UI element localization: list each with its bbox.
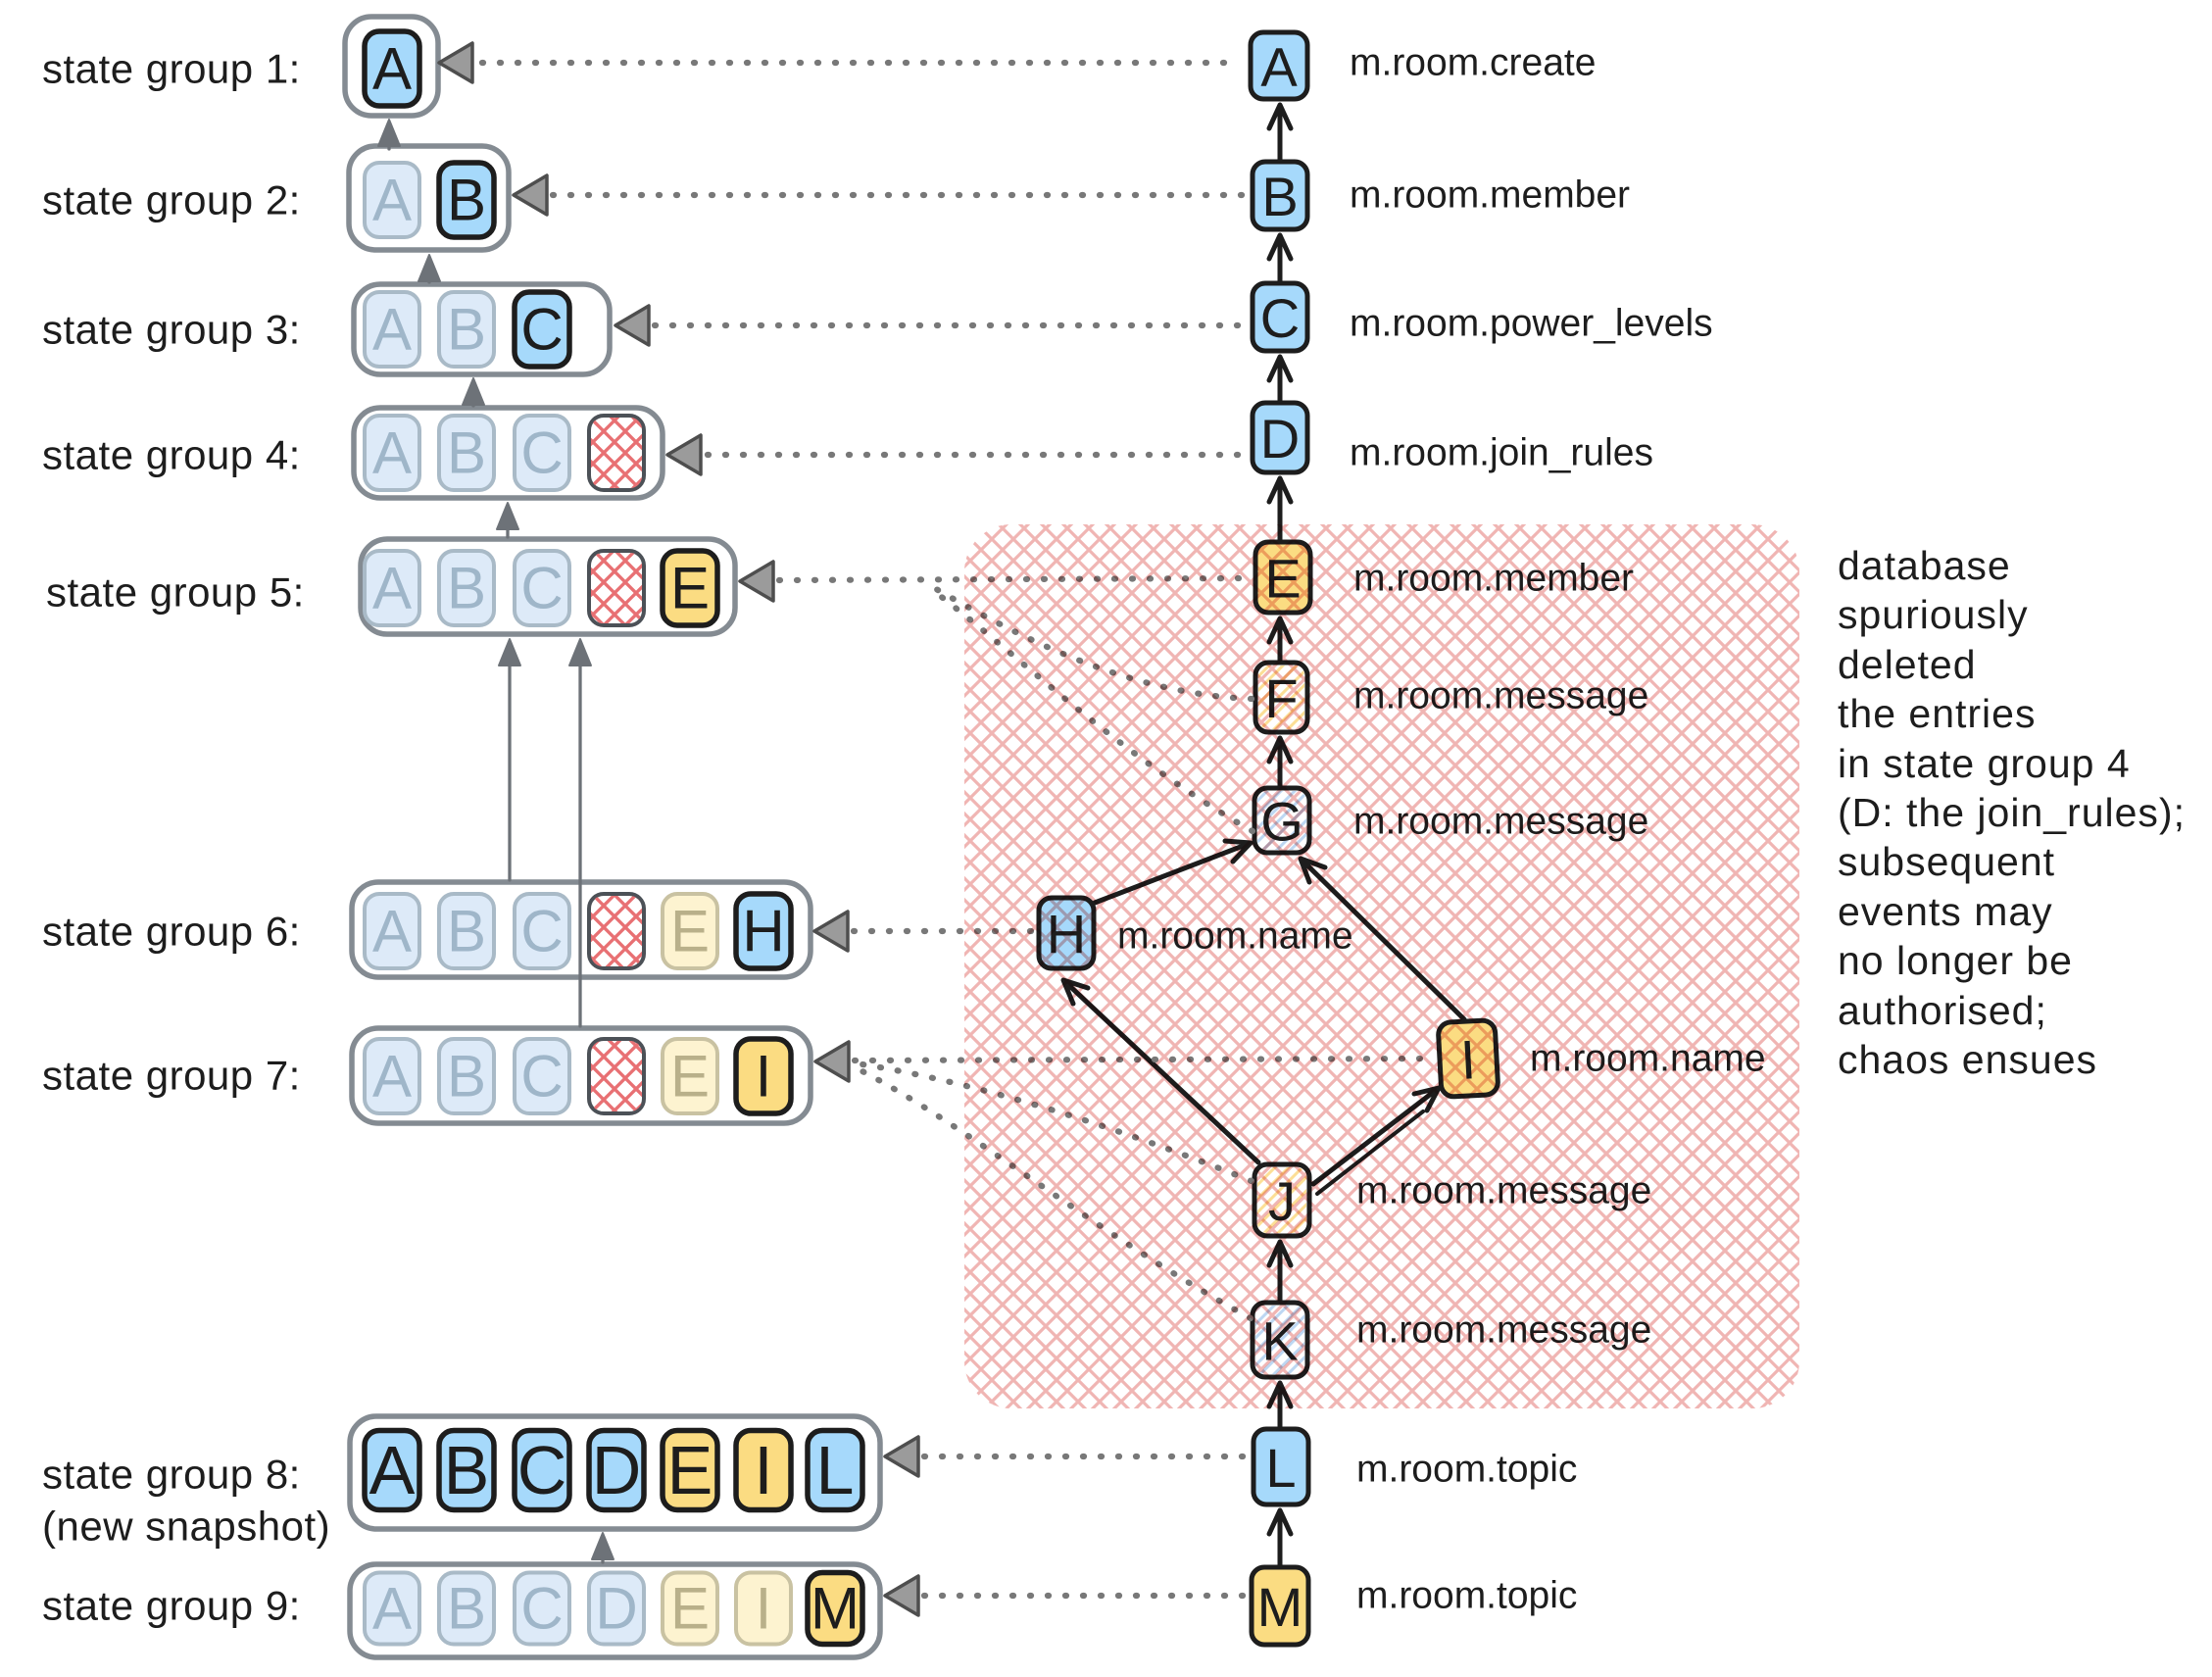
svg-text:I: I xyxy=(756,1576,772,1642)
svg-text:state group 1:: state group 1: xyxy=(42,46,301,92)
svg-text:C: C xyxy=(520,420,563,486)
svg-text:(new snapshot): (new snapshot) xyxy=(42,1504,330,1550)
svg-text:A: A xyxy=(1260,36,1298,98)
svg-text:D: D xyxy=(1260,408,1300,469)
svg-text:subsequent: subsequent xyxy=(1838,839,2055,884)
svg-text:A: A xyxy=(372,36,412,102)
svg-text:A: A xyxy=(372,297,412,363)
svg-text:I: I xyxy=(754,1432,772,1508)
svg-text:A: A xyxy=(372,899,412,964)
svg-text:m.room.join_rules: m.room.join_rules xyxy=(1350,432,1653,474)
svg-text:M: M xyxy=(811,1576,860,1642)
svg-text:m.room.member: m.room.member xyxy=(1350,174,1630,217)
svg-text:m.room.topic: m.room.topic xyxy=(1356,1575,1577,1617)
svg-text:state group 4:: state group 4: xyxy=(42,432,301,478)
svg-text:A: A xyxy=(372,420,412,486)
svg-text:C: C xyxy=(520,1576,563,1642)
svg-text:E: E xyxy=(670,899,710,964)
svg-text:L: L xyxy=(816,1432,855,1508)
svg-text:I: I xyxy=(756,1044,772,1110)
svg-text:C: C xyxy=(520,899,563,964)
svg-text:B: B xyxy=(447,1576,486,1642)
svg-text:B: B xyxy=(447,1044,486,1110)
svg-text:(D: the join_rules);: (D: the join_rules); xyxy=(1838,790,2186,835)
svg-text:A: A xyxy=(372,556,412,621)
svg-text:H: H xyxy=(742,899,784,964)
svg-text:E: E xyxy=(670,556,710,621)
svg-text:state group 6:: state group 6: xyxy=(42,909,301,955)
svg-text:events may: events may xyxy=(1838,889,2053,934)
svg-text:state group 5:: state group 5: xyxy=(46,569,305,616)
svg-text:E: E xyxy=(670,1576,710,1642)
svg-text:C: C xyxy=(520,556,563,621)
svg-text:B: B xyxy=(447,420,486,486)
svg-text:state group 8:: state group 8: xyxy=(42,1452,301,1498)
svg-text:state group 9:: state group 9: xyxy=(42,1583,301,1629)
svg-text:m.room.create: m.room.create xyxy=(1350,42,1596,84)
svg-text:state group 2:: state group 2: xyxy=(42,177,301,223)
svg-text:A: A xyxy=(372,168,412,233)
svg-text:C: C xyxy=(520,297,563,363)
svg-text:L: L xyxy=(1265,1437,1296,1499)
svg-text:state group 7:: state group 7: xyxy=(42,1053,301,1099)
svg-text:the entries: the entries xyxy=(1838,691,2036,736)
svg-text:m.room.topic: m.room.topic xyxy=(1356,1449,1577,1491)
svg-text:C: C xyxy=(1260,287,1300,349)
svg-text:database: database xyxy=(1838,543,2011,588)
svg-text:B: B xyxy=(447,297,486,363)
svg-text:E: E xyxy=(670,1044,710,1110)
svg-text:B: B xyxy=(447,899,486,964)
svg-text:B: B xyxy=(447,168,486,233)
svg-text:A: A xyxy=(372,1576,412,1642)
svg-text:E: E xyxy=(667,1432,713,1508)
svg-text:state group 3:: state group 3: xyxy=(42,307,301,353)
svg-text:D: D xyxy=(595,1576,637,1642)
svg-text:in state group 4: in state group 4 xyxy=(1838,741,2131,786)
svg-text:A: A xyxy=(372,1044,412,1110)
svg-text:m.room.power_levels: m.room.power_levels xyxy=(1350,303,1713,345)
svg-text:C: C xyxy=(517,1432,567,1508)
svg-text:spuriously: spuriously xyxy=(1838,592,2029,637)
svg-text:chaos ensues: chaos ensues xyxy=(1838,1037,2097,1082)
svg-text:B: B xyxy=(447,556,486,621)
svg-text:B: B xyxy=(1261,166,1298,227)
svg-text:no longer be: no longer be xyxy=(1838,938,2073,983)
svg-text:B: B xyxy=(444,1432,490,1508)
svg-text:M: M xyxy=(1257,1576,1303,1638)
svg-text:A: A xyxy=(369,1432,416,1508)
svg-text:C: C xyxy=(520,1044,563,1110)
svg-text:D: D xyxy=(592,1432,642,1508)
svg-text:deleted: deleted xyxy=(1838,642,1977,687)
svg-text:authorised;: authorised; xyxy=(1838,988,2047,1033)
